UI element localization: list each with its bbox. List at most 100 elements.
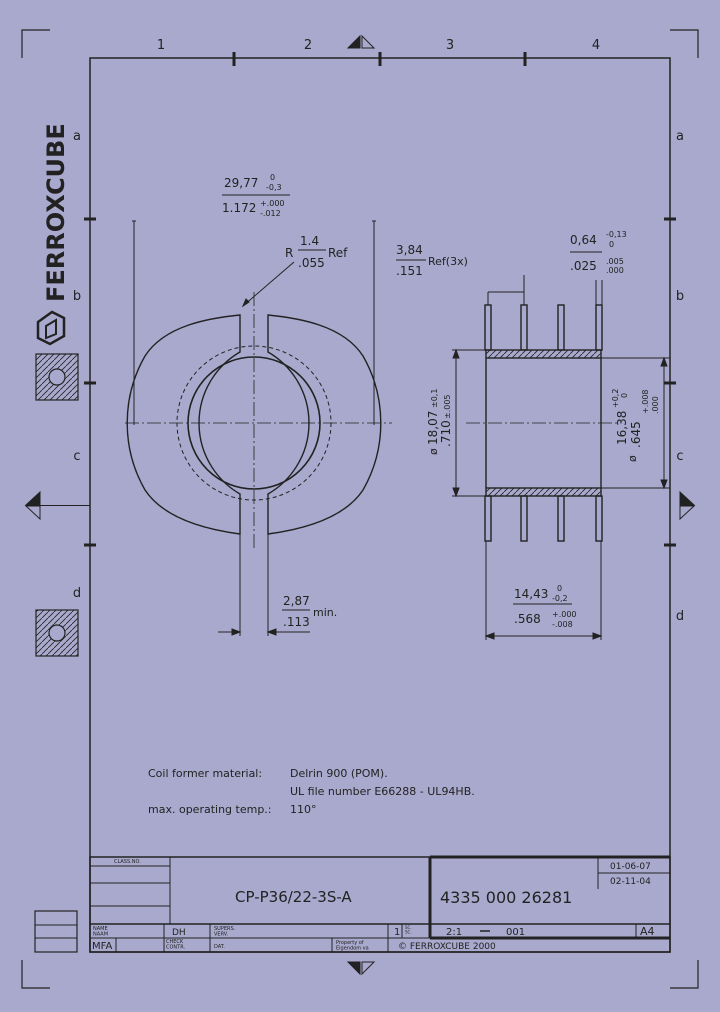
id-in-lo: .000 bbox=[651, 396, 660, 414]
date-label: DAT. bbox=[214, 944, 225, 950]
top-view bbox=[125, 292, 392, 548]
zone-row-d-right: d bbox=[676, 609, 684, 624]
width-dimension bbox=[132, 194, 376, 425]
zone-col-3: 3 bbox=[446, 38, 454, 53]
zone-row-c-right: c bbox=[676, 449, 683, 464]
revision-1: 01-06-07 bbox=[610, 862, 651, 872]
id-dimension bbox=[601, 356, 670, 490]
zone-ticks bbox=[84, 52, 676, 547]
pin-dia-text: 0,64 -0,13 0 .025 .005 .000 bbox=[570, 230, 627, 275]
pin-dia-mm-up: -0,13 bbox=[606, 230, 627, 239]
slot-dimension bbox=[218, 534, 310, 636]
doc-suffix: 001 bbox=[506, 927, 525, 938]
height-mm: 14,43 bbox=[514, 587, 548, 601]
height-in-lo: -.008 bbox=[552, 620, 573, 629]
pin-dia-in: .025 bbox=[570, 259, 597, 273]
width-tol-mm-lo: -0,3 bbox=[266, 183, 282, 192]
pin-dia-in-lo: .000 bbox=[606, 266, 624, 275]
zone-row-a-right: a bbox=[676, 129, 684, 144]
side-view bbox=[466, 304, 618, 542]
slot-in: .113 bbox=[283, 615, 310, 629]
id-mm-up: +0,2 bbox=[611, 389, 620, 408]
note-2-value: UL file number E66288 - UL94HB. bbox=[290, 785, 475, 798]
height-mm-lo: -0,2 bbox=[552, 594, 568, 603]
height-in-up: +.000 bbox=[552, 610, 577, 619]
od-prefix: ø bbox=[427, 448, 440, 455]
zone-col-2: 2 bbox=[304, 38, 312, 53]
od-in-tol: ±.005 bbox=[443, 394, 452, 419]
radius-callout-text: R 1.4 .055 Ref bbox=[285, 234, 348, 270]
height-in: .568 bbox=[514, 612, 541, 626]
slot-mm: 2,87 bbox=[283, 594, 310, 608]
zone-col-1: 1 bbox=[157, 38, 165, 53]
scale-value: 2:1 bbox=[446, 927, 462, 938]
corner-marks bbox=[21, 29, 699, 989]
width-tol-mm-up: 0 bbox=[270, 173, 275, 182]
width-tol-in-lo: -.012 bbox=[260, 209, 281, 218]
id-in: .645 bbox=[629, 421, 643, 448]
id-prefix: ø bbox=[626, 455, 639, 462]
index-block-top bbox=[35, 353, 79, 401]
notes: Coil former material: Delrin 900 (POM). … bbox=[148, 767, 475, 816]
pin-pitch-text: 3,84 .151 Ref(3x) bbox=[396, 243, 468, 278]
pin-dia-in-up: .005 bbox=[606, 257, 624, 266]
width-tol-in-up: +.000 bbox=[260, 199, 285, 208]
pin-pitch-in: .151 bbox=[396, 264, 423, 278]
note-3-label: max. operating temp.: bbox=[148, 803, 272, 816]
revision-2: 02-11-04 bbox=[610, 877, 651, 887]
zone-labels: 1 2 3 4 a b c d a b c d bbox=[73, 38, 684, 624]
sheet-number: 1 bbox=[394, 927, 400, 938]
radius-callout bbox=[241, 249, 326, 308]
width-mm: 29,77 bbox=[224, 176, 258, 190]
height-text: 14,43 0 -0,2 .568 +.000 -.008 bbox=[514, 584, 577, 629]
drawing-title: CP-P36/22-3S-A bbox=[235, 888, 352, 906]
logo-text: FERROXCUBE bbox=[42, 123, 70, 302]
centering-arrows bbox=[24, 34, 696, 976]
zone-row-b-left: b bbox=[73, 289, 81, 304]
pin-dia-mm: 0,64 bbox=[570, 233, 597, 247]
id-text: ø 16,38 +0,2 0 .645 +.008 .000 bbox=[611, 389, 660, 462]
scale-label: SC.SC. bbox=[405, 925, 412, 934]
zone-row-a-left: a bbox=[73, 129, 81, 144]
width-dimension-text: 29,77 0 -0,3 1.172 +.000 -.012 bbox=[222, 173, 285, 218]
note-1-label: Coil former material: bbox=[148, 767, 262, 780]
zone-col-4: 4 bbox=[592, 38, 600, 53]
od-in: .710 bbox=[439, 420, 453, 447]
format-size: A4 bbox=[640, 925, 655, 938]
zone-row-c-left: c bbox=[73, 449, 80, 464]
radius-in: .055 bbox=[298, 256, 325, 270]
pin-dia-dimension bbox=[570, 251, 603, 305]
title-block bbox=[34, 855, 671, 953]
od-text: ø 18,07 ±0,1 .710 ±.005 bbox=[426, 389, 453, 455]
checked-by: MFA bbox=[92, 941, 112, 952]
supersedes-label: SUPERS.VERV. bbox=[214, 926, 236, 938]
part-number: 4335 000 26281 bbox=[440, 888, 572, 907]
drawn-by: DH bbox=[172, 928, 186, 938]
note-3-value: 110° bbox=[290, 803, 317, 816]
slot-suffix: min. bbox=[313, 606, 337, 619]
height-mm-up: 0 bbox=[557, 584, 562, 593]
radius-prefix: R bbox=[285, 246, 293, 260]
radius-mm: 1.4 bbox=[300, 234, 319, 248]
od-dimension bbox=[452, 348, 486, 498]
index-block-bottom bbox=[35, 609, 79, 657]
id-mm-lo: 0 bbox=[620, 393, 629, 398]
pin-pitch-mm: 3,84 bbox=[396, 243, 423, 257]
copyright: © FERROXCUBE 2000 bbox=[398, 942, 496, 952]
radius-suffix: Ref bbox=[328, 246, 348, 260]
note-1-value: Delrin 900 (POM). bbox=[290, 767, 388, 780]
drawing-frame bbox=[89, 57, 671, 953]
id-in-up: +.008 bbox=[641, 389, 650, 414]
class-no-label: CLASS.NO. bbox=[114, 859, 141, 865]
width-in: 1.172 bbox=[222, 201, 256, 215]
pin-dia-mm-lo: 0 bbox=[609, 240, 614, 249]
pin-pitch-dimension bbox=[396, 259, 525, 305]
ferroxcube-logo: FERROXCUBE bbox=[36, 123, 70, 346]
od-mm-tol: ±0,1 bbox=[430, 389, 439, 408]
height-dimension bbox=[484, 541, 603, 640]
zone-row-d-left: d bbox=[73, 586, 81, 601]
